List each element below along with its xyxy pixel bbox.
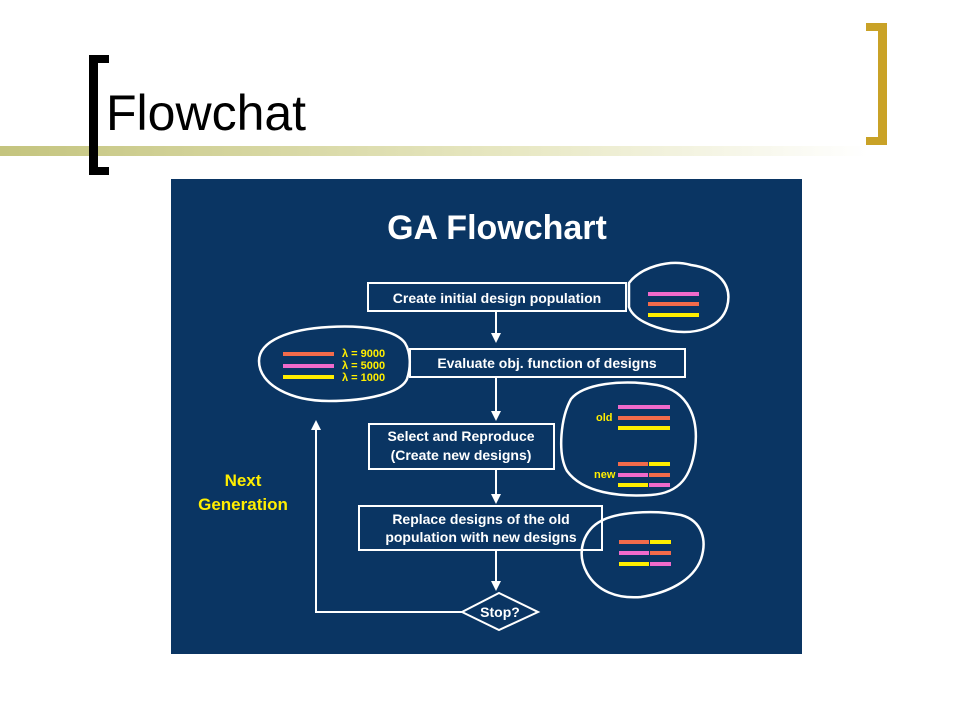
reproduction-blob: old new <box>560 381 698 497</box>
gene-bar <box>619 551 649 555</box>
new-label: new <box>594 469 616 481</box>
step-select-reproduce: Select and Reproduce (Create new designs… <box>368 423 555 470</box>
step-replace-label-2: population with new designs <box>385 529 577 545</box>
decision-stop: Stop? <box>459 591 541 632</box>
step-evaluate-label: Evaluate obj. function of designs <box>437 355 657 371</box>
gene-bar <box>618 405 670 409</box>
gene-bar <box>618 483 648 487</box>
initial-population-blob <box>627 261 730 334</box>
right-bracket-bottom <box>866 137 887 145</box>
slide-title: Flowchat <box>106 85 307 141</box>
gene-bar <box>283 375 334 379</box>
gene-bar <box>648 313 699 317</box>
step-create-label: Create initial design population <box>393 290 601 306</box>
evaluated-population-blob: λ = 9000 λ = 5000 λ = 1000 <box>257 325 411 403</box>
step-create-population: Create initial design population <box>367 282 627 312</box>
step-replace-designs: Replace designs of the old population wi… <box>358 505 603 551</box>
step-evaluate-designs: Evaluate obj. function of designs <box>409 348 686 378</box>
gene-bar <box>283 352 334 356</box>
gene-bar <box>618 426 670 430</box>
gene-bar <box>649 462 670 466</box>
loop-label-line-1: Next <box>225 471 262 490</box>
left-bracket-bottom <box>89 167 109 175</box>
left-bracket-top <box>89 55 109 63</box>
gene-bar <box>650 540 671 544</box>
step-select-label-2: (Create new designs) <box>391 447 532 463</box>
gene-bar <box>648 292 699 296</box>
gene-bar <box>648 302 699 306</box>
gene-bar <box>618 462 648 466</box>
gene-bar <box>283 364 334 368</box>
new-population-blob <box>580 510 705 599</box>
gene-bar <box>649 483 670 487</box>
ga-flowchart-diagram: GA Flowchart Create initial design popul… <box>171 179 802 654</box>
left-bracket-bar <box>89 55 98 175</box>
loop-label-line-2: Generation <box>198 495 288 514</box>
lambda-label-2: λ = 5000 <box>342 360 385 372</box>
lambda-label-1: λ = 9000 <box>342 348 385 360</box>
gene-bar <box>650 562 671 566</box>
gene-bar <box>619 540 649 544</box>
gene-bar <box>618 416 670 420</box>
gene-bar <box>650 551 671 555</box>
flow-arrows <box>311 311 501 613</box>
lambda-label-3: λ = 1000 <box>342 372 385 384</box>
step-replace-label-1: Replace designs of the old <box>392 511 569 527</box>
gene-bar <box>619 562 649 566</box>
gene-bar <box>649 473 670 477</box>
right-bracket-bar <box>878 23 887 145</box>
right-bracket-top <box>866 23 887 31</box>
decision-stop-label: Stop? <box>480 604 520 620</box>
old-label: old <box>596 412 613 424</box>
gene-bar <box>618 473 648 477</box>
loop-back-arrow <box>311 420 463 613</box>
title-rule <box>0 146 868 156</box>
diagram-title: GA Flowchart <box>387 209 607 247</box>
step-select-label-1: Select and Reproduce <box>387 428 534 444</box>
